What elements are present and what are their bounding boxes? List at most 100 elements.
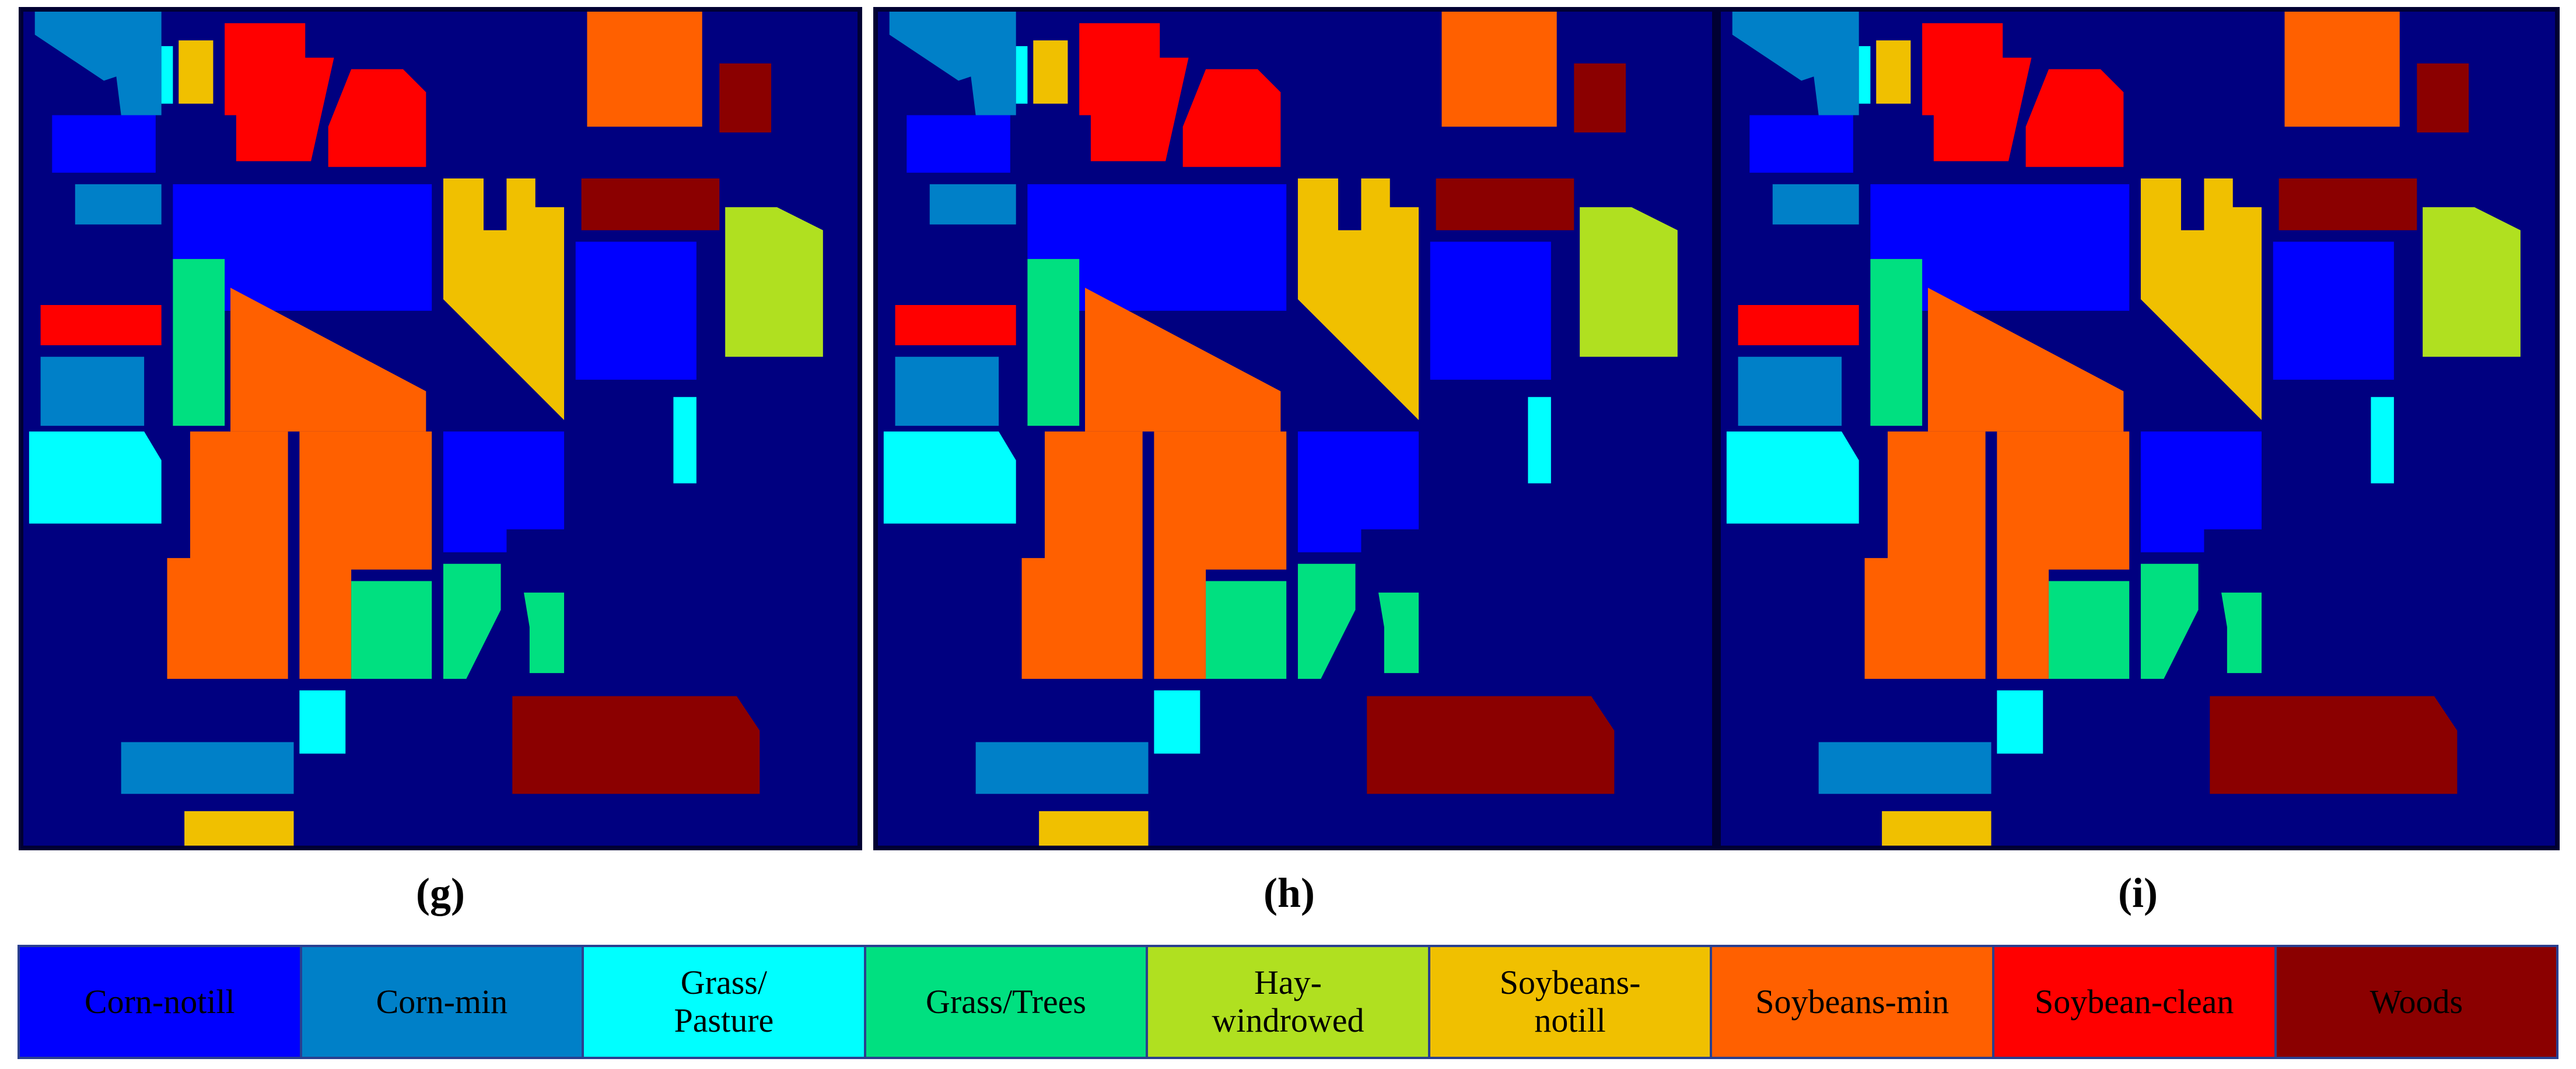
field-corn-notill <box>443 431 565 553</box>
field-soybeans-notill <box>184 811 294 846</box>
field-grass-pasture <box>1528 397 1551 483</box>
field-corn-min <box>970 12 1016 115</box>
field-corn-notill <box>1430 241 1551 380</box>
legend-item-corn-min: Corn-min <box>302 947 584 1057</box>
field-grass-trees <box>1870 259 1923 426</box>
field-soybeans-min <box>1928 288 2124 432</box>
field-corn-notill <box>1870 184 2130 311</box>
field-corn-notill <box>907 115 1010 173</box>
field-grass-trees <box>1297 563 1356 679</box>
field-grass-pasture <box>673 397 696 483</box>
field-woods <box>719 63 772 133</box>
field-grass-pasture <box>1726 431 1859 524</box>
field-grass-pasture <box>883 431 1016 524</box>
field-soybeans-min <box>230 288 426 432</box>
field-soybeans-min <box>1864 431 1986 679</box>
panel-label-i: (i) <box>2118 870 2158 916</box>
field-soybeans-notill <box>178 40 214 104</box>
field-corn-min <box>1818 742 1992 794</box>
classification-map-h <box>873 7 1717 850</box>
field-woods <box>1574 63 1626 133</box>
field-woods <box>1367 696 1615 794</box>
field-grass-pasture <box>1154 690 1200 754</box>
field-soybean-clean <box>328 69 426 167</box>
field-corn-notill <box>2140 431 2262 553</box>
field-corn-notill <box>575 241 696 380</box>
field-soybeans-notill <box>443 178 565 420</box>
legend-item-corn-notill: Corn-notill <box>20 947 302 1057</box>
panel-label-h: (h) <box>1264 870 1315 916</box>
map-i-svg <box>1726 12 2521 846</box>
field-woods <box>512 696 760 794</box>
field-soybeans-notill <box>2140 178 2262 420</box>
legend: Corn-notill Corn-min Grass/ Pasture Gras… <box>18 945 2558 1059</box>
field-soybean-clean <box>225 23 334 162</box>
classification-map-i <box>1716 7 2560 850</box>
field-corn-notill <box>1027 184 1287 311</box>
field-soybean-clean <box>1182 69 1281 167</box>
field-grass-pasture <box>1859 46 1871 104</box>
field-soybeans-min <box>299 431 432 679</box>
legend-item-grass-trees: Grass/Trees <box>866 947 1149 1057</box>
field-woods <box>2278 178 2417 230</box>
field-corn-notill <box>2273 241 2394 380</box>
field-corn-min <box>929 184 1016 225</box>
field-woods <box>581 178 720 230</box>
field-soybeans-min <box>1154 431 1287 679</box>
legend-item-soybeans-notill: Soybeans- notill <box>1430 947 1713 1057</box>
field-corn-min <box>121 742 294 794</box>
field-grass-trees <box>524 593 565 674</box>
field-grass-pasture <box>299 690 346 754</box>
field-soybeans-min <box>1997 431 2130 679</box>
map-g-svg <box>29 12 823 846</box>
field-soybeans-min <box>1441 12 1557 127</box>
field-corn-min <box>115 12 162 115</box>
field-corn-min <box>1732 12 1836 81</box>
field-soybeans-min <box>167 431 288 679</box>
field-soybean-clean <box>40 304 162 345</box>
field-hay-windrowed <box>1580 207 1678 357</box>
field-corn-min <box>895 356 999 426</box>
field-soybeans-notill <box>1033 40 1068 104</box>
legend-item-hay-windrowed: Hay- windrowed <box>1148 947 1430 1057</box>
field-corn-min <box>889 12 993 81</box>
field-soybeans-notill <box>1882 811 1992 846</box>
field-corn-min <box>75 184 162 225</box>
field-soybeans-min <box>1021 431 1143 679</box>
field-hay-windrowed <box>725 207 823 357</box>
field-corn-min <box>34 12 139 81</box>
map-h-svg <box>883 12 1678 846</box>
field-grass-trees <box>2221 593 2262 674</box>
field-soybeans-min <box>1085 288 1281 432</box>
field-grass-pasture <box>1997 690 2043 754</box>
field-grass-trees <box>2049 581 2130 679</box>
field-soybean-clean <box>1079 23 1189 162</box>
field-grass-trees <box>443 563 501 679</box>
field-grass-trees <box>1378 593 1419 674</box>
field-corn-min <box>975 742 1149 794</box>
field-soybeans-min <box>2284 12 2400 127</box>
field-corn-notill <box>173 184 432 311</box>
field-soybean-clean <box>2025 69 2124 167</box>
field-grass-pasture <box>29 431 162 524</box>
field-grass-pasture <box>2371 397 2394 483</box>
field-corn-notill <box>1297 431 1419 553</box>
field-corn-min <box>40 356 145 426</box>
field-hay-windrowed <box>2423 207 2521 357</box>
field-grass-pasture <box>1016 46 1028 104</box>
field-soybeans-min <box>587 12 702 127</box>
field-soybean-clean <box>1922 23 2032 162</box>
field-soybean-clean <box>1738 304 1859 345</box>
field-grass-trees <box>351 581 432 679</box>
classification-map-g <box>19 7 862 850</box>
field-corn-min <box>1738 356 1842 426</box>
field-grass-trees <box>173 259 225 426</box>
legend-item-woods: Woods <box>2276 947 2557 1057</box>
field-corn-notill <box>1749 115 1853 173</box>
legend-item-grass-pasture: Grass/ Pasture <box>584 947 866 1057</box>
field-woods <box>1436 178 1574 230</box>
field-corn-min <box>1812 12 1859 115</box>
field-soybeans-notill <box>1039 811 1149 846</box>
field-corn-notill <box>52 115 156 173</box>
